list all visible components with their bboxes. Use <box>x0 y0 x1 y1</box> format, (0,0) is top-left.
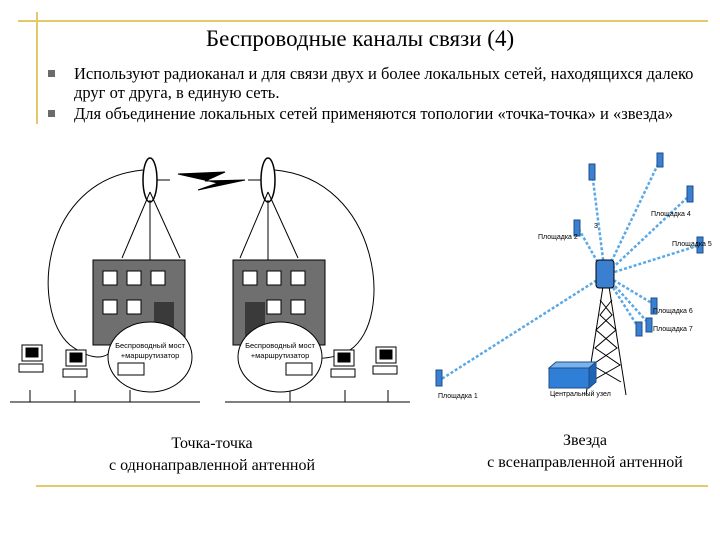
caption-line: с всенаправленной антенной <box>487 454 683 471</box>
central-node-box <box>548 367 590 389</box>
caption-line: Звезда <box>562 432 608 449</box>
bridge-label: Беспроводный мост <box>115 341 185 350</box>
computer-icon <box>330 349 356 378</box>
caption-line: Точка-точка <box>171 435 253 452</box>
bullet-list: Используют радиоканал и для связи двух и… <box>48 64 698 125</box>
antenna-cable <box>149 191 181 259</box>
site-label: Площадка 2 <box>538 234 578 241</box>
radio-links <box>439 159 701 382</box>
computer-icon <box>62 349 88 378</box>
right-caption: Звезда с всенаправленной антенной <box>460 430 710 474</box>
bridge-label: +маршрутизатор <box>251 351 310 360</box>
left-caption: Точка-точка с однонаправленной антенной <box>62 433 362 477</box>
site-label: Площадка 6 <box>653 308 693 315</box>
bottom-rule <box>36 485 708 487</box>
router-icon <box>117 362 145 376</box>
bullet-item: Используют радиоканал и для связи двух и… <box>48 64 698 102</box>
left-rule <box>36 12 38 124</box>
bullet-item: Для объединение локальных сетей применяю… <box>48 104 698 123</box>
caption-line: с однонаправленной антенной <box>108 457 316 474</box>
dish-antenna-icon <box>260 157 276 203</box>
central-antenna-icon <box>595 259 615 289</box>
bridge-label: +маршрутизатор <box>121 351 180 360</box>
radio-link-lightning-icon <box>177 171 246 191</box>
computer-icon <box>372 346 398 375</box>
site-label: Площадка 7 <box>653 326 693 333</box>
dish-antenna-icon <box>142 157 158 203</box>
site-label: Площадка 1 <box>438 393 478 400</box>
bullet-text: Для объединение локальных сетей применяю… <box>74 104 674 123</box>
site-label: Площадка 5 <box>672 241 712 248</box>
antenna-cable <box>267 191 299 259</box>
bullet-text: Используют радиоканал и для связи двух и… <box>74 64 694 102</box>
node-number: 3 <box>594 223 598 230</box>
slide-title: Беспроводные каналы связи (4) <box>205 26 515 51</box>
computer-icon <box>18 344 44 373</box>
site-label: Площадка 4 <box>651 211 691 218</box>
top-rule <box>18 20 708 22</box>
star-figure <box>435 152 704 396</box>
antenna-cable <box>239 191 269 259</box>
site-antennas <box>435 152 704 387</box>
antenna-cable <box>121 191 151 259</box>
central-node-label: Центральный узел <box>550 390 611 398</box>
point-to-point-figure <box>10 157 410 403</box>
bridge-label: Беспроводный мост <box>245 341 315 350</box>
router-icon <box>285 362 313 376</box>
square-bullet-icon <box>48 70 55 77</box>
square-bullet-icon <box>48 110 55 117</box>
loop-cable <box>47 169 144 358</box>
network-diagram: Беспроводный мост +маршрутизатор Беспров… <box>10 152 712 403</box>
